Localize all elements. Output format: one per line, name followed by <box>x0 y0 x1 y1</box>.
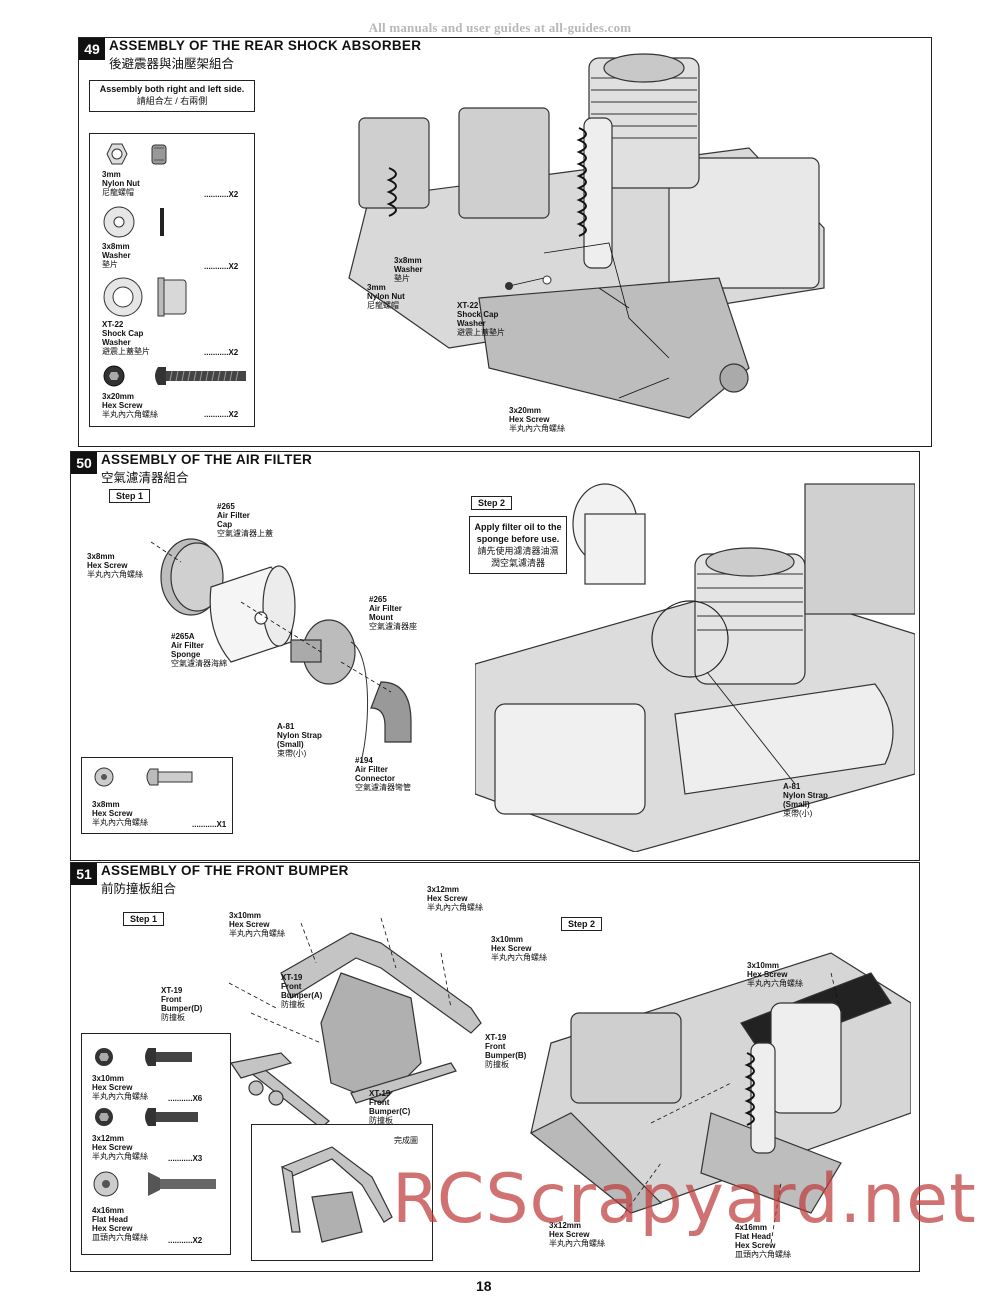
hex-screw-icon <box>95 1048 192 1066</box>
section-front-bumper: 51 ASSEMBLY OF THE FRONT BUMPER 前防撞板組合 S… <box>70 862 920 1272</box>
watermark: RCScrapyard.net <box>392 1160 977 1239</box>
part-label: 3mm Nylon Nut 尼龍螺帽 <box>102 170 140 197</box>
part-qty: ...........X2 <box>204 190 239 199</box>
source-note: All manuals and user guides at all-guide… <box>368 20 632 35</box>
hex-screw-icon <box>95 1108 198 1126</box>
part-qty: ...........X1 <box>192 820 227 829</box>
step-number: 51 <box>71 863 97 885</box>
step-2-tag: Step 2 <box>471 496 513 510</box>
part-label: XT-22 Shock Cap Washer 避震上蓋墊片 <box>102 320 150 356</box>
note-cn: 請組合左 / 右兩側 <box>136 96 208 106</box>
section-air-filter: 50 ASSEMBLY OF THE AIR FILTER 空氣濾清器組合 St… <box>70 451 920 861</box>
hex-screw-icon <box>103 365 246 387</box>
shock-cap-washer-icon <box>103 277 187 317</box>
assembly-note: Assembly both right and left side. 請組合左 … <box>89 80 255 112</box>
section-subtitle: 後避震器與油壓架組合 <box>109 57 235 71</box>
front-bumper-installed-drawing <box>529 952 911 1244</box>
completed-view: 完成圖 <box>251 1124 433 1261</box>
hex-screw-icon <box>94 767 193 787</box>
note-en: Assembly both right and left side. <box>99 84 245 94</box>
part-label: 4x16mm Flat Head Hex Screw 皿頭內六角螺絲 <box>92 1206 148 1242</box>
section-title: ASSEMBLY OF THE FRONT BUMPER <box>101 863 349 878</box>
part-qty: ...........X6 <box>168 1094 203 1103</box>
flat-head-screw-icon <box>93 1171 216 1197</box>
section-title: ASSEMBLY OF THE REAR SHOCK ABSORBER <box>109 38 422 53</box>
washer-icon <box>103 206 164 238</box>
page-number: 18 <box>476 1278 492 1294</box>
part-label: 3x8mm Washer 墊片 <box>102 242 131 269</box>
section-subtitle: 空氣濾清器組合 <box>101 471 189 485</box>
part-qty: ...........X2 <box>204 262 239 271</box>
part-label: 3x20mm Hex Screw 半丸內六角螺絲 <box>102 392 158 419</box>
parts-list: 3mm Nylon Nut 尼龍螺帽 ...........X2 3x8mm W… <box>89 133 255 427</box>
step-number: 49 <box>79 38 105 60</box>
completed-label: 完成圖 <box>394 1136 418 1145</box>
part-label: 3x8mm Hex Screw 半丸內六角螺絲 <box>92 800 148 827</box>
part-qty: ...........X3 <box>168 1154 203 1163</box>
parts-list: 3x8mm Hex Screw 半丸內六角螺絲 ...........X1 <box>81 757 233 834</box>
step-1-tag: Step 1 <box>109 489 151 503</box>
section-rear-shock: 49 ASSEMBLY OF THE REAR SHOCK ABSORBER 後… <box>78 37 932 447</box>
section-title: ASSEMBLY OF THE AIR FILTER <box>101 452 313 467</box>
rear-shock-assembly-drawing <box>348 53 825 419</box>
part-qty: ...........X2 <box>168 1236 203 1245</box>
part-qty: ...........X2 <box>204 410 239 419</box>
air-filter-installed-drawing <box>475 483 915 852</box>
completed-bumper-drawing <box>281 1146 393 1243</box>
part-qty: ...........X2 <box>204 348 239 357</box>
part-label: 3x12mm Hex Screw 半丸內六角螺絲 <box>92 1134 148 1161</box>
step-1-tag: Step 1 <box>123 912 165 926</box>
nylon-nut-icon <box>106 143 167 165</box>
air-filter-exploded-drawing <box>150 538 412 763</box>
step-2-tag: Step 2 <box>561 917 603 931</box>
parts-list: 3x10mm Hex Screw 半丸內六角螺絲 ...........X6 3… <box>81 1033 231 1255</box>
filter-oil-note: Apply filter oil to the sponge before us… <box>469 516 567 574</box>
step-number: 50 <box>71 452 97 474</box>
front-bumper-exploded-drawing <box>228 917 482 1129</box>
section-subtitle: 前防撞板組合 <box>101 882 177 896</box>
part-label: 3x10mm Hex Screw 半丸內六角螺絲 <box>92 1074 148 1101</box>
